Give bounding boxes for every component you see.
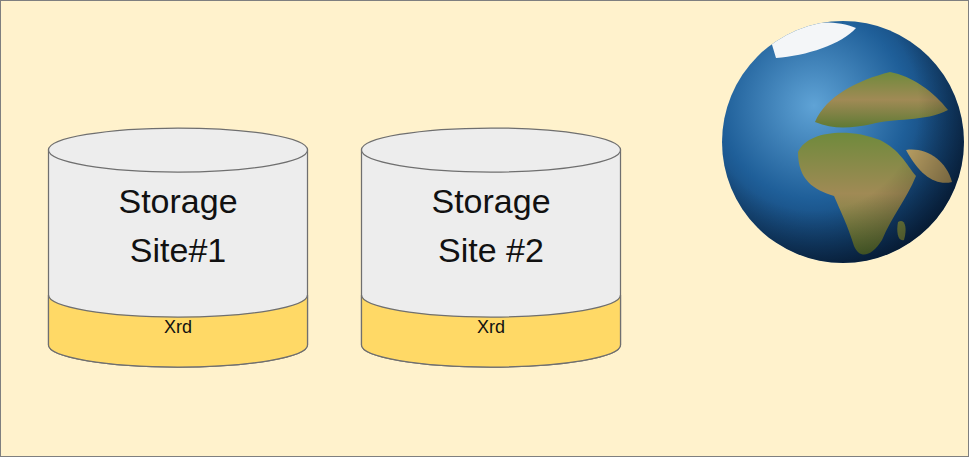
- cylinder-top: [362, 128, 621, 172]
- globe-shade: [722, 21, 964, 263]
- cylinder-body: [362, 150, 621, 367]
- service-label: Xrd: [164, 317, 192, 339]
- globe-picture: [722, 21, 964, 263]
- cylinder-top: [49, 128, 308, 172]
- storage-cylinder: Storage Site #2 Xrd: [361, 128, 621, 367]
- service-label: Xrd: [477, 317, 505, 339]
- globe-sea: [722, 21, 964, 263]
- cylinder-body: [49, 150, 308, 367]
- service-band: Xrd: [361, 295, 621, 367]
- service-band: Xrd: [48, 295, 308, 367]
- band-shape: [49, 295, 308, 367]
- storage-cylinder: Storage Site#1Xrd: [48, 128, 308, 367]
- band-shape: [362, 295, 621, 367]
- site-name: Storage Site#1: [98, 177, 258, 276]
- site-name: Storage Site #2: [411, 177, 571, 276]
